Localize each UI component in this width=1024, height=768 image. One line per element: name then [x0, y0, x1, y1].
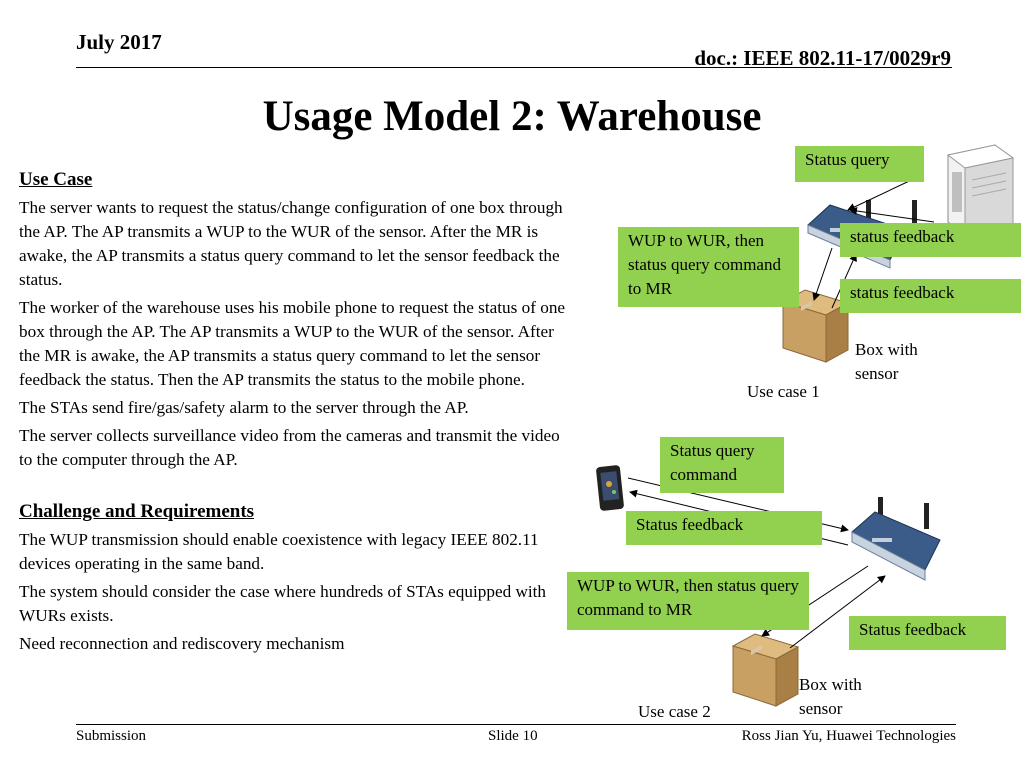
footer-divider — [76, 724, 956, 725]
header-doc-id: doc.: IEEE 802.11-17/0029r9 — [694, 46, 951, 70]
footer-author: Ross Jian Yu, Huawei Technologies — [741, 728, 956, 744]
header-divider — [76, 67, 952, 68]
use-case-paragraph: The server collects surveillance video f… — [19, 426, 560, 469]
status-feedback-label: status feedback — [840, 279, 1021, 313]
wup-to-wur-label: WUP to WUR, then status query command to… — [567, 572, 809, 630]
use-case-paragraph: The server wants to request the status/c… — [19, 198, 563, 289]
box-with-sensor-label: Box with sensor — [855, 340, 918, 383]
mobile-phone-icon — [596, 465, 624, 511]
use-case-paragraph: The worker of the warehouse uses his mob… — [19, 298, 566, 389]
status-feedback-label: Status feedback — [849, 616, 1006, 650]
challenge-heading: Challenge and Requirements — [19, 501, 255, 522]
challenge-paragraph: Need reconnection and rediscovery mechan… — [19, 634, 345, 653]
use-case-2-caption: Use case 2 — [638, 702, 711, 721]
box-icon — [781, 289, 850, 363]
arrow-feedback-server — [849, 207, 935, 223]
challenge-paragraph: The system should consider the case wher… — [19, 582, 547, 625]
arrow-box-ap — [789, 575, 886, 649]
box-icon — [731, 633, 800, 707]
wup-to-wur-label: WUP to WUR, then status query command to… — [618, 227, 799, 307]
use-case-paragraph: The STAs send fire/gas/safety alarm to t… — [19, 398, 469, 417]
header-date: July 2017 — [76, 30, 162, 54]
slide-title: Usage Model 2: Warehouse — [262, 93, 762, 140]
status-query-command-label: Status query command — [660, 437, 784, 493]
status-feedback-label: status feedback — [840, 223, 1021, 257]
footer-submission: Submission — [76, 728, 147, 744]
use-case-1-caption: Use case 1 — [747, 382, 820, 401]
arrow-ap-box — [812, 247, 833, 301]
access-point-icon — [851, 497, 941, 581]
use-case-heading: Use Case — [19, 169, 93, 190]
challenge-paragraph: The WUP transmission should enable coexi… — [19, 530, 539, 573]
box-with-sensor-label: Box with sensor — [799, 675, 862, 718]
body-text: Use Case The server wants to request the… — [19, 168, 569, 660]
status-query-label: Status query — [795, 146, 924, 182]
server-icon — [946, 144, 1015, 236]
footer-slide-number: Slide 10 — [488, 728, 538, 744]
status-feedback-label: Status feedback — [626, 511, 822, 545]
